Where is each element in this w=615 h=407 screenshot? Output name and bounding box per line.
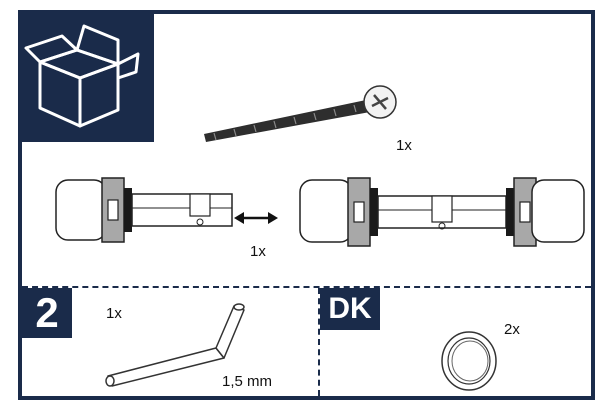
package-corner-block xyxy=(22,14,154,142)
section-2-badge: 2 xyxy=(22,288,72,338)
swap-arrow-icon xyxy=(234,212,278,224)
tool-size: 1,5 mm xyxy=(222,373,273,390)
half-cylinder-icon xyxy=(55,177,233,243)
screw-icon xyxy=(204,85,397,142)
tool-quantity: 1x xyxy=(106,305,122,322)
parts-list-frame: 1x 1x 2 1x xyxy=(18,10,595,400)
double-cylinder-icon xyxy=(299,177,585,247)
open-box-icon xyxy=(24,24,140,128)
section-divider-vertical xyxy=(318,288,320,396)
ring-quantity: 2x xyxy=(504,321,520,338)
spacer-ring-icon xyxy=(441,331,497,391)
hex-key-icon xyxy=(105,303,245,387)
section-dk-badge: DK xyxy=(320,288,380,330)
cylinder-quantity: 1x xyxy=(250,243,266,260)
section-divider-horizontal xyxy=(22,286,591,288)
screw-quantity: 1x xyxy=(396,137,412,154)
